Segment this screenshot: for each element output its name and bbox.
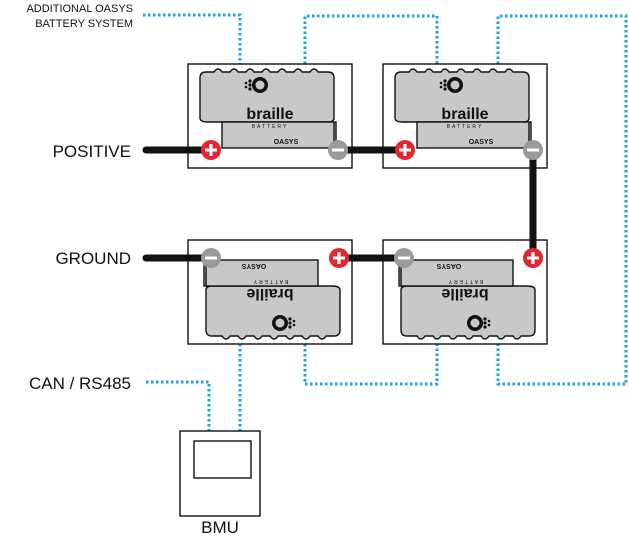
ground-label: GROUND xyxy=(55,249,131,268)
bmu-unit xyxy=(179,430,261,517)
link-additional-system xyxy=(143,13,242,64)
battery-brand-label: braille xyxy=(441,285,488,302)
power-cables xyxy=(142,146,537,262)
battery-brand-sub: BATTERY xyxy=(447,278,484,284)
battery-model-label: OASYS xyxy=(241,262,266,269)
link-can-rs485 xyxy=(146,380,211,431)
battery-model-label: OASYS xyxy=(274,139,299,146)
terminal-positive-2 xyxy=(395,140,415,160)
can-rs485-label: CAN / RS485 xyxy=(29,374,131,393)
battery-bottom-right: braille BATTERY OASYS xyxy=(382,239,548,345)
battery-model-label: OASYS xyxy=(469,139,494,146)
battery-top-left: braille BATTERY OASYS xyxy=(187,63,353,169)
terminal-negative-2 xyxy=(523,140,543,160)
bmu-display xyxy=(193,440,252,479)
battery-bottom-left: braille BATTERY OASYS xyxy=(187,239,353,345)
link-top-batteries xyxy=(303,14,439,64)
battery-model-label: OASYS xyxy=(436,262,461,269)
battery-brand-sub: BATTERY xyxy=(252,124,289,130)
battery-brand-sub: BATTERY xyxy=(252,278,289,284)
additional-system-label-line2: BATTERY SYSTEM xyxy=(35,18,133,30)
battery-brand-label: braille xyxy=(441,106,488,123)
additional-system-label-line1: ADDITIONAL OASYS xyxy=(26,3,133,15)
battery-brand-label: braille xyxy=(246,106,293,123)
terminal-positive-1 xyxy=(201,140,221,160)
positive-label: POSITIVE xyxy=(53,142,131,161)
battery-brand-sub: BATTERY xyxy=(447,124,484,130)
terminal-negative-3 xyxy=(201,248,221,268)
battery-brand-label: braille xyxy=(246,285,293,302)
terminal-negative-4 xyxy=(394,248,414,268)
terminal-positive-3 xyxy=(329,248,349,268)
terminal-positive-4 xyxy=(523,248,543,268)
bmu-label: BMU xyxy=(201,518,239,537)
link-bottom-batteries xyxy=(303,344,439,386)
data-links xyxy=(143,13,628,431)
battery-top-right: braille BATTERY OASYS xyxy=(382,63,548,169)
terminal-negative-1 xyxy=(328,140,348,160)
link-return-right xyxy=(496,14,628,386)
